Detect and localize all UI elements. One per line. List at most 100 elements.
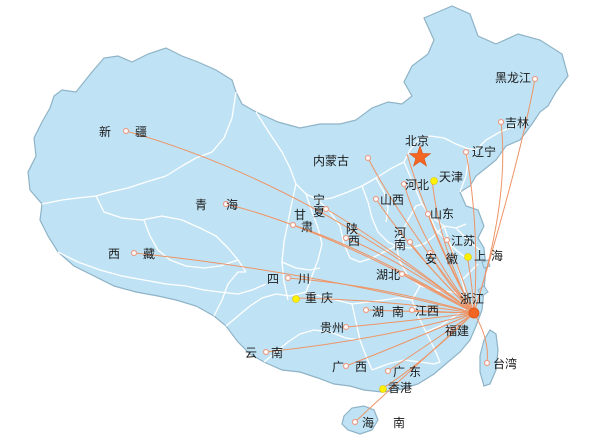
province-dot (426, 249, 434, 257)
label-jilin: 吉林 (505, 116, 529, 130)
route-line (387, 312, 475, 372)
route-line (345, 237, 475, 314)
label-chongqing-1: 重 (305, 291, 317, 305)
label-guizhou: 贵州 (320, 321, 344, 335)
province-dot (289, 221, 297, 229)
province-dot (130, 249, 138, 257)
province-dot (342, 323, 350, 331)
route-line (427, 213, 475, 314)
province-dot (497, 118, 505, 126)
route-line (287, 277, 475, 314)
route-line (429, 252, 475, 314)
province-labels: 新 疆 青 海 西 藏 内蒙古 黑龙江 吉林 辽宁 北京 天津 河北 山西 山东… (99, 71, 531, 430)
province-dot (322, 205, 330, 213)
label-hebei: 河北 (405, 178, 429, 192)
route-line (367, 157, 475, 314)
province-dot (462, 148, 470, 156)
route-line (411, 309, 475, 314)
label-guangdong-1: 广 (393, 365, 405, 379)
label-taiwan: 台湾 (493, 356, 517, 371)
province-dot (400, 180, 408, 188)
label-anhui-2: 徽 (446, 251, 458, 266)
label-hunan-1: 湖 (372, 304, 384, 319)
label-hainan-2: 南 (393, 415, 405, 430)
route-line (325, 208, 475, 314)
label-guangxi-1: 广 (332, 360, 344, 374)
label-xizang-1: 西 (108, 247, 120, 261)
route-line (446, 239, 475, 314)
route-line (354, 312, 475, 423)
province-dot (122, 127, 130, 135)
route-line (345, 312, 475, 367)
label-shaanxi-2: 西 (348, 234, 360, 248)
route-line (465, 151, 477, 314)
label-qinghai-2: 海 (226, 197, 238, 212)
province-dot (406, 238, 414, 246)
hongkong-dot (379, 385, 387, 393)
label-ningxia-2: 夏 (313, 205, 325, 219)
label-xinjiang-1: 新 (99, 124, 111, 139)
label-tianjin: 天津 (439, 170, 463, 184)
label-xianggang: 香港 (388, 381, 412, 395)
label-xizang-2: 藏 (143, 247, 155, 261)
shanghai-dot (464, 253, 472, 261)
route-line (295, 297, 475, 314)
label-shanxi: 山西 (380, 193, 404, 207)
tianjin-dot (430, 177, 438, 185)
label-yunnan-2: 南 (271, 345, 283, 360)
route-line (292, 224, 475, 314)
label-sichuan-2: 川 (298, 272, 310, 286)
route-line (133, 252, 475, 314)
label-yunnan-1: 云 (245, 346, 257, 360)
label-liaoning: 辽宁 (472, 144, 496, 159)
chongqing-dot (292, 295, 300, 303)
label-ningxia-1: 宁 (313, 192, 325, 207)
province-dot (483, 359, 491, 367)
province-dot (531, 75, 539, 83)
route-line (265, 312, 475, 353)
route-lines (125, 78, 536, 423)
province-dot (443, 236, 451, 244)
highlight-dots (292, 177, 472, 393)
label-fujian: 福建 (445, 323, 469, 338)
hainan-island (341, 405, 379, 435)
route-line (473, 121, 504, 314)
route-line (401, 273, 475, 314)
label-shanghai-2: 海 (491, 248, 503, 263)
label-shanghai-1: 上 (474, 249, 486, 263)
taiwan-island (479, 329, 499, 387)
province-dot (384, 367, 392, 375)
province-dot (342, 234, 350, 242)
label-shandong: 山东 (430, 207, 454, 221)
province-dots (122, 75, 539, 426)
province-dot (284, 274, 292, 282)
route-line (225, 203, 475, 314)
route-line (125, 130, 475, 314)
province-dot (342, 362, 350, 370)
route-line (409, 241, 475, 314)
beijing-star-icon (408, 145, 432, 167)
label-shaanxi-1: 陕 (346, 221, 358, 236)
province-dot (424, 210, 432, 218)
province-dot (398, 270, 406, 278)
label-chongqing-2: 庆 (321, 291, 333, 305)
label-neimenggu: 内蒙古 (313, 153, 349, 168)
label-jiangxi: 江西 (415, 304, 439, 318)
label-hubei: 湖北 (376, 267, 400, 282)
label-gansu-1: 甘 (294, 208, 306, 222)
province-borders (41, 91, 527, 371)
route-line (403, 183, 475, 314)
zhejiang-hub-icon (468, 307, 480, 319)
province-dot (364, 154, 372, 162)
province-dot (351, 418, 359, 426)
label-qinghai-1: 青 (195, 198, 207, 212)
label-henan-2: 南 (394, 237, 406, 252)
label-henan-1: 河 (394, 226, 406, 240)
label-zhejiang: 浙江 (460, 292, 484, 306)
label-heilongjiang: 黑龙江 (495, 71, 531, 85)
province-dot (408, 306, 416, 314)
label-guangdong-2: 东 (409, 365, 421, 379)
label-anhui-1: 安 (425, 251, 437, 266)
